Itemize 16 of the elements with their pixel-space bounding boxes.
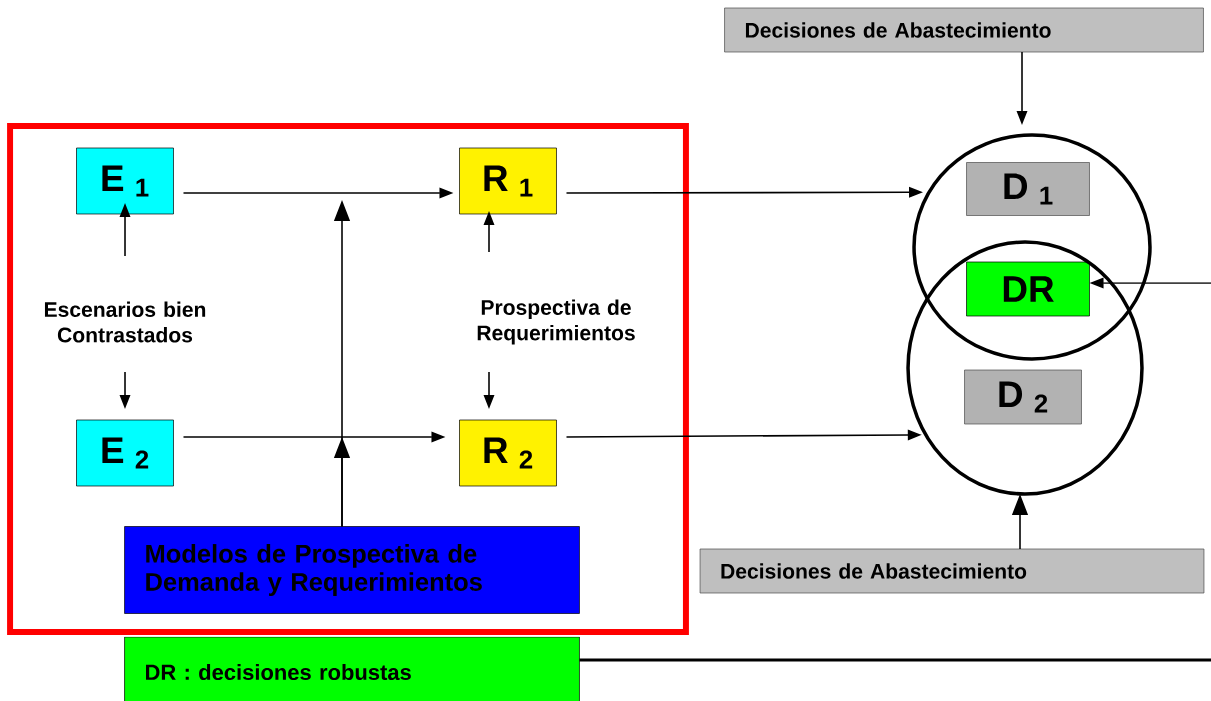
set-circle [912, 133, 1152, 361]
frame-box [7, 123, 689, 635]
label-box: Decisiones de Abastecimiento [724, 7, 1204, 53]
text-label: Escenarios bien Contrastados [44, 301, 206, 343]
set-circle [906, 240, 1144, 496]
note-box: DR : decisiones robustas [124, 636, 580, 701]
robust-decision-box: DR [966, 261, 1090, 317]
requirement-box: R $_{1}$ [459, 147, 557, 215]
requirement-box: R $_{2}$ [459, 419, 557, 487]
scenario-box: E $_{2}$ [76, 419, 174, 487]
decision-box: D $_{1}$ [966, 162, 1090, 216]
decision-box: D $_{2}$ [964, 369, 1082, 425]
label-box: Decisiones de Abastecimiento [699, 548, 1205, 594]
text-label: Prospectiva de Requerimientos [477, 299, 635, 345]
scenario-box: E $_{1}$ [76, 147, 174, 215]
model-box: Modelos de Prospectiva de Demanda y Requerimientos [124, 526, 580, 614]
